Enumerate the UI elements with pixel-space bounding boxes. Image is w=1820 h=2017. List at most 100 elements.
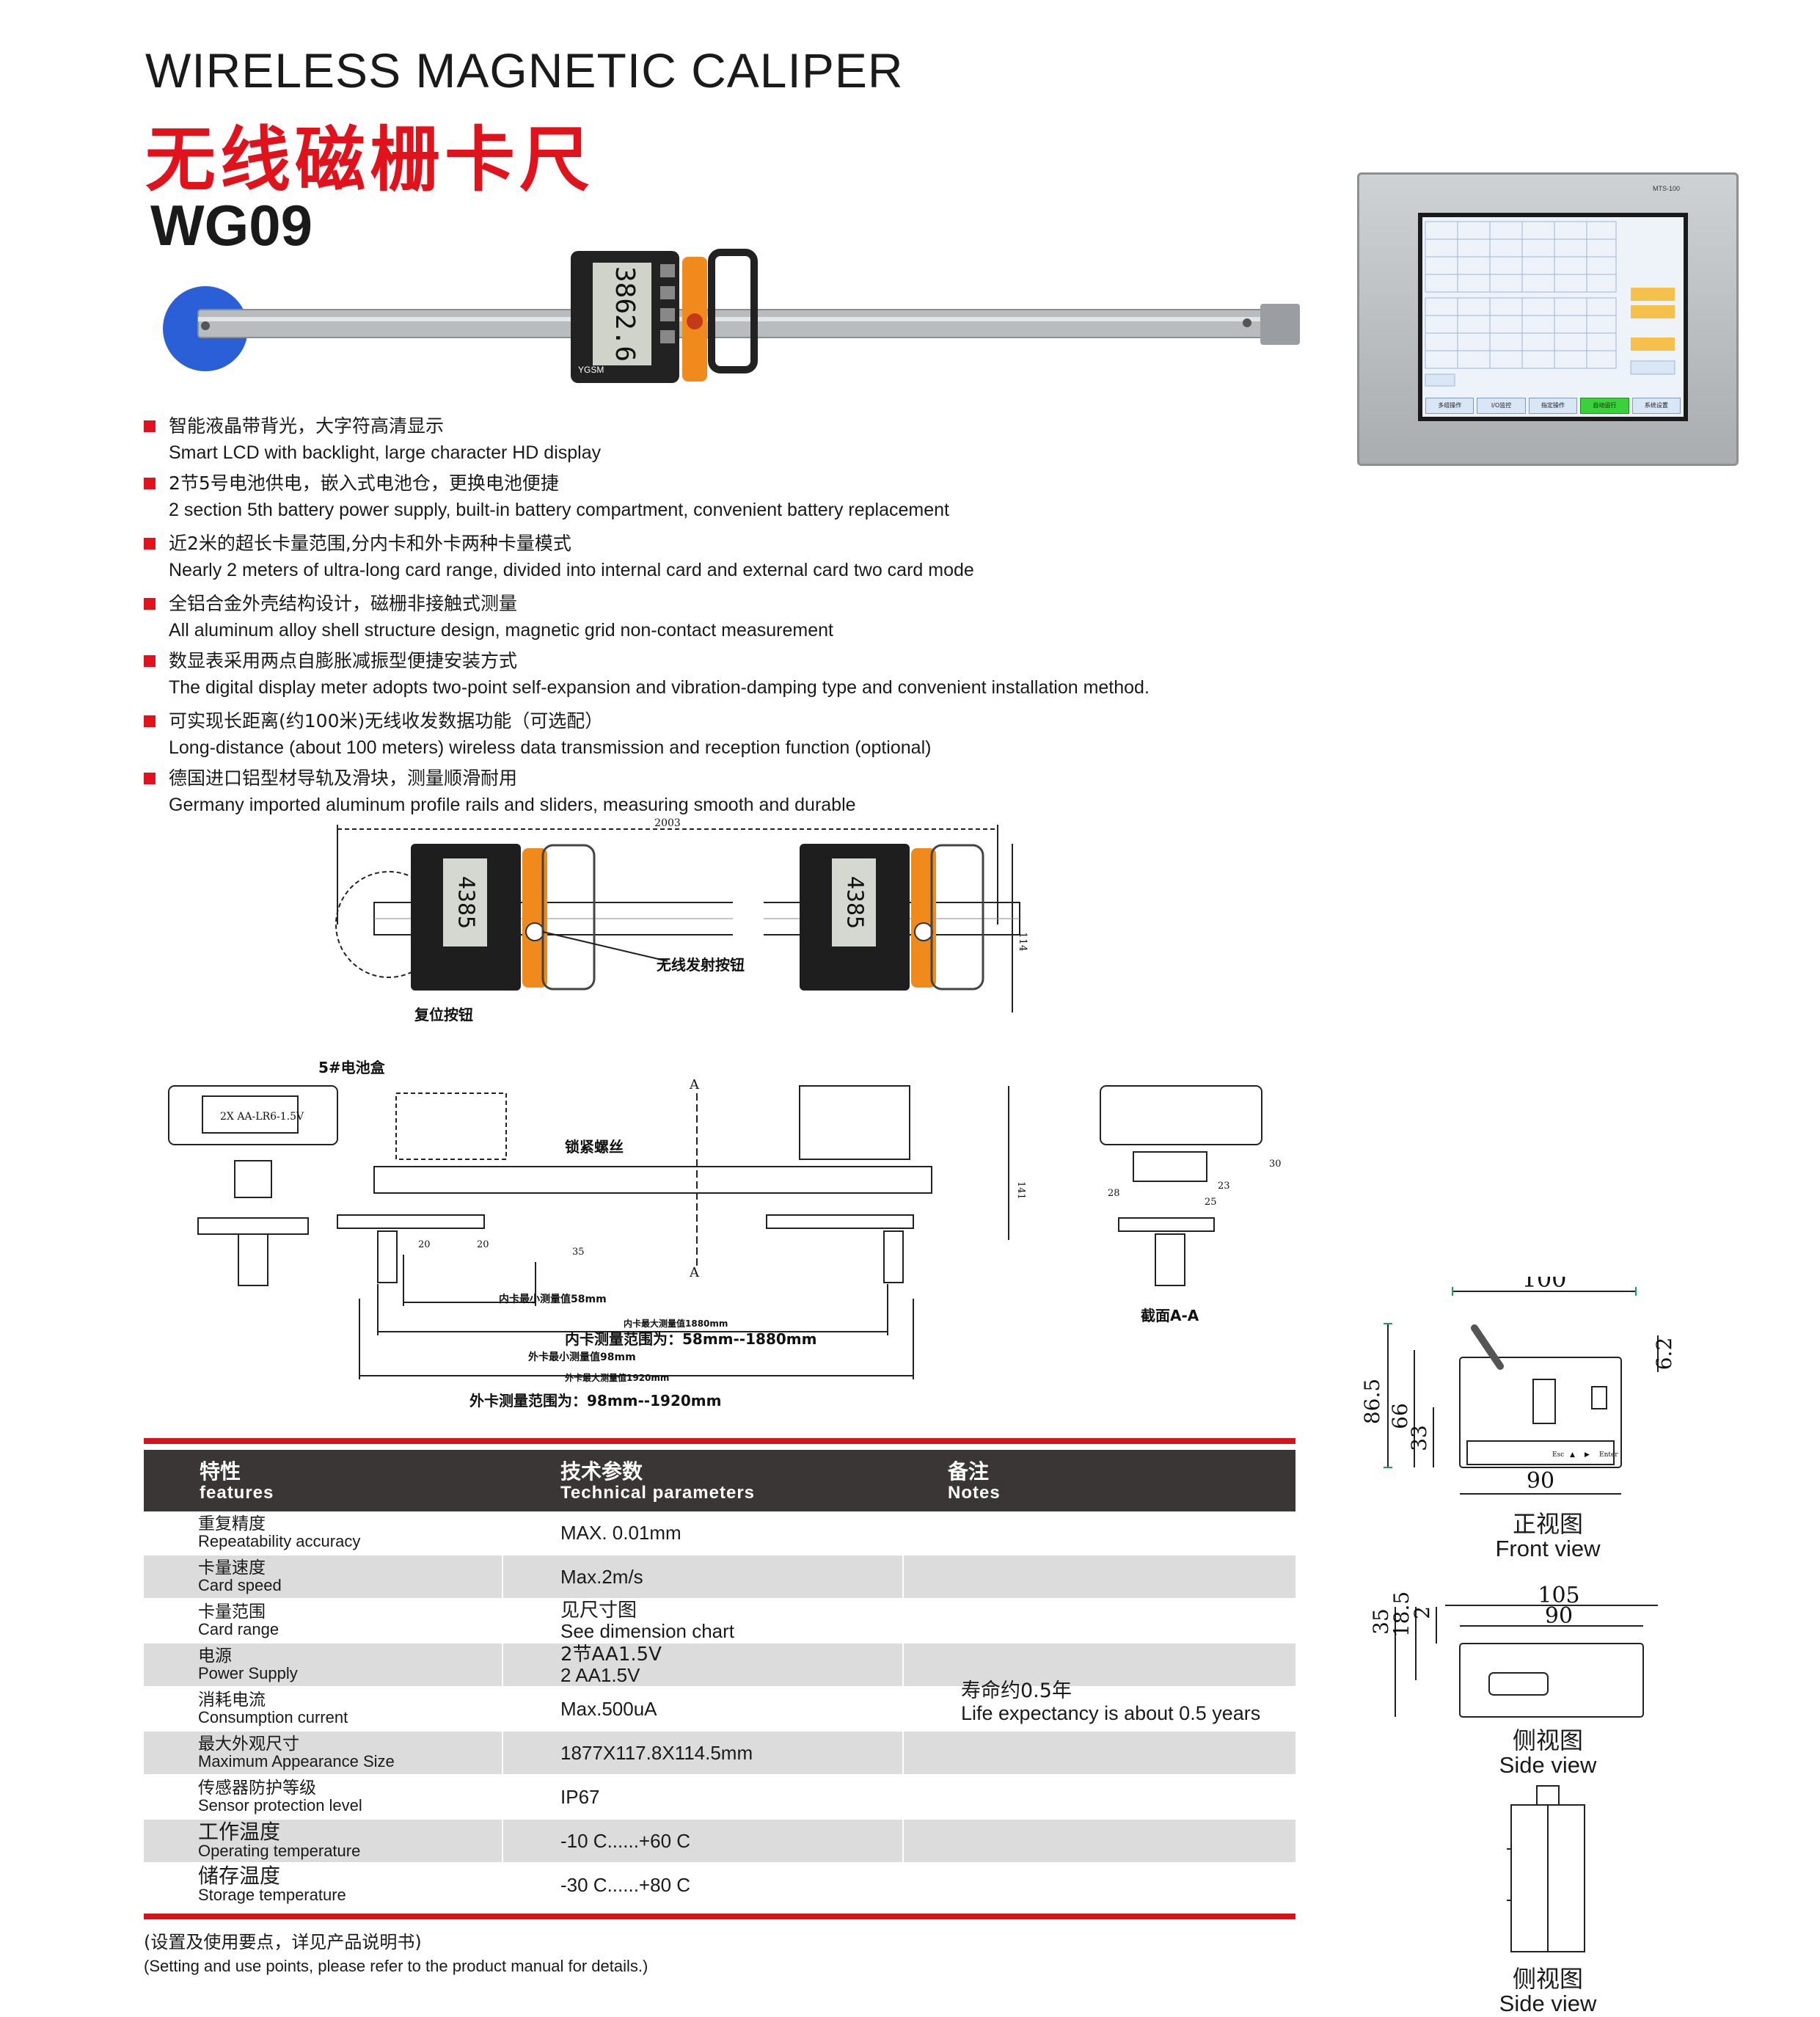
row-7-param: IP67 bbox=[560, 1786, 600, 1808]
feature-1-cn: 智能液晶带背光，大字符高清显示 bbox=[144, 413, 1318, 439]
dim-20-a: 20 bbox=[418, 1239, 431, 1250]
row-8-feature-cn: 工作温度 bbox=[198, 1820, 281, 1844]
hmi-button-settings[interactable]: 系统设置 bbox=[1631, 398, 1681, 414]
row-4-feature-en: Power Supply bbox=[198, 1664, 298, 1682]
row-4-param-en: 2 AA1.5V bbox=[560, 1664, 640, 1686]
side-view-drawing-2 bbox=[1507, 1785, 1585, 1952]
header-notes-cn: 备注 bbox=[948, 1459, 990, 1484]
rail bbox=[197, 309, 1299, 338]
row-6-param: 1877X117.8X114.5mm bbox=[560, 1742, 753, 1764]
feature-7-cn: 德国进口铝型材导轨及滑块，测量顺滑耐用 bbox=[144, 765, 1318, 792]
title-chinese: 无线磁栅卡尺 bbox=[145, 121, 594, 200]
hmi-screen: 多组操作 I/O监控 指定操作 自动运行 系统设置 bbox=[1418, 213, 1688, 421]
row-1-feature-en: Repeatability accuracy bbox=[198, 1532, 361, 1550]
feature-3-en: Nearly 2 meters of ultra-long card range… bbox=[169, 560, 974, 580]
feature-5-cn: 数显表采用两点自膨胀减振型便捷安装方式 bbox=[144, 648, 1318, 674]
hmi-grid bbox=[1425, 221, 1675, 387]
caliper-photo: 3862.6 YGSM bbox=[163, 249, 1300, 383]
row-7-feature-en: Sensor protection level bbox=[198, 1796, 362, 1814]
dim-141: 141 bbox=[1015, 1181, 1026, 1200]
hmi-button-io[interactable]: I/O监控 bbox=[1477, 398, 1526, 414]
dim-front-62: 6.2 bbox=[1652, 1338, 1676, 1371]
drawing-top-view: 2003 114 4385 4385 无线发射按钮 复位按钮 bbox=[335, 817, 1028, 1024]
hmi-button-assign[interactable]: 指定操作 bbox=[1528, 398, 1578, 414]
feature-6-cn: 可实现长距离(约100米)无线收发数据功能（可选配） bbox=[144, 708, 1318, 734]
key-up: ▲ bbox=[1570, 1451, 1575, 1459]
row-2-feature-cn: 卡量速度 bbox=[198, 1558, 266, 1578]
row-5-feature-en: Consumption current bbox=[198, 1708, 348, 1726]
feature-4-cn: 全铝合金外壳结构设计，磁栅非接触式测量 bbox=[144, 591, 1318, 617]
label-section-aa: 截面A-A bbox=[1141, 1307, 1199, 1324]
inner-min: 内卡最小测量值58mm bbox=[499, 1293, 607, 1305]
header-params-en: Technical parameters bbox=[560, 1483, 756, 1503]
dim-front-90: 90 bbox=[1527, 1468, 1554, 1494]
row-4-feature-cn: 电源 bbox=[198, 1646, 232, 1666]
feature-2-en: 2 section 5th battery power supply, buil… bbox=[169, 500, 949, 520]
dim-20-b: 20 bbox=[477, 1239, 489, 1250]
dim-23: 23 bbox=[1218, 1181, 1230, 1192]
table-top-rule bbox=[144, 1438, 1295, 1444]
header-features-cn: 特性 bbox=[200, 1459, 241, 1484]
row-6-feature-en: Maximum Appearance Size bbox=[198, 1752, 395, 1770]
label-battery-box: 5#电池盒 bbox=[318, 1059, 386, 1076]
title-english: WIRELESS MAGNETIC CALIPER bbox=[145, 43, 904, 98]
row-5-param: Max.500uA bbox=[560, 1698, 657, 1720]
dim-2003: 2003 bbox=[654, 817, 681, 829]
row-3-feature-en: Card range bbox=[198, 1620, 279, 1638]
handle bbox=[708, 249, 758, 373]
side-view-2-en: Side view bbox=[1499, 1991, 1597, 2016]
feature-list: 智能液晶带背光，大字符高清显示 Smart LCD with backlight… bbox=[144, 413, 1318, 823]
dim-25: 25 bbox=[1205, 1197, 1217, 1208]
spec-table: 特性 features 技术参数 Technical parameters 备注… bbox=[144, 1438, 1295, 1919]
side-view-1-en: Side view bbox=[1499, 1752, 1597, 1778]
header-params: 技术参数 Technical parameters bbox=[503, 1450, 904, 1511]
outer-range: 外卡测量范围为：98mm--1920mm bbox=[469, 1392, 721, 1409]
hmi-button-auto[interactable]: 自动运行 bbox=[1580, 398, 1629, 414]
dim-front-66: 66 bbox=[1388, 1403, 1412, 1429]
inner-range: 内卡测量范围为：58mm--1880mm bbox=[565, 1330, 816, 1348]
side-view-drawing: 105 90 35 18.5 2 bbox=[1369, 1583, 1658, 1718]
header-notes: 备注 Notes bbox=[904, 1450, 1295, 1511]
row-8-feature-en: Operating temperature bbox=[198, 1842, 361, 1860]
lcd-screen bbox=[593, 263, 651, 365]
dim-front-100: 100 bbox=[1521, 1277, 1566, 1293]
header-params-cn: 技术参数 bbox=[560, 1459, 643, 1484]
key-esc: Esc bbox=[1552, 1451, 1564, 1459]
table-bottom-rule bbox=[144, 1914, 1295, 1919]
row-3-param-en: See dimension chart bbox=[560, 1620, 735, 1642]
dim-side-35: 35 bbox=[1369, 1608, 1393, 1635]
side-view-1-cn: 侧视图 bbox=[1512, 1726, 1583, 1754]
note-cn: 寿命约0.5年 bbox=[961, 1679, 1072, 1702]
section-mark-bottom: A bbox=[689, 1265, 700, 1280]
dim-side-2: 2 bbox=[1410, 1606, 1434, 1619]
side-view-label-2: 侧视图 Side view bbox=[1467, 1966, 1629, 2016]
row-9-feature-cn: 储存温度 bbox=[198, 1864, 281, 1888]
side-view-2-cn: 侧视图 bbox=[1512, 1965, 1583, 1993]
hmi-button-multi[interactable]: 多组操作 bbox=[1425, 398, 1474, 414]
row-3-param-cn: 见尺寸图 bbox=[560, 1600, 637, 1622]
inner-max: 内卡最大测量值1880mm bbox=[624, 1318, 728, 1329]
row-8-param: -10 C......+60 C bbox=[560, 1830, 691, 1852]
label-wireless-button: 无线发射按钮 bbox=[657, 956, 745, 974]
note-en: Life expectancy is about 0.5 years bbox=[961, 1702, 1261, 1724]
footnote-cn: (设置及使用要点，详见产品说明书) bbox=[144, 1932, 422, 1952]
outer-max: 外卡最大测量值1920mm bbox=[565, 1372, 669, 1383]
dim-front-865: 86.5 bbox=[1360, 1379, 1384, 1424]
dim-35: 35 bbox=[572, 1247, 585, 1258]
header-features: 特性 features bbox=[144, 1450, 503, 1511]
feature-1-en: Smart LCD with backlight, large characte… bbox=[169, 442, 602, 463]
table-header: 特性 features 技术参数 Technical parameters 备注… bbox=[144, 1450, 1295, 1511]
dim-side-90: 90 bbox=[1545, 1603, 1573, 1629]
row-7-feature-cn: 传感器防护等级 bbox=[198, 1779, 316, 1798]
dim-side-185: 18.5 bbox=[1389, 1591, 1414, 1637]
row-9-feature-en: Storage temperature bbox=[198, 1886, 346, 1904]
outer-min: 外卡最小测量值98mm bbox=[528, 1351, 636, 1363]
front-view-drawing: 100 90 86.5 66 33 6.2 Esc ▲ ▶ Enter bbox=[1360, 1277, 1676, 1495]
